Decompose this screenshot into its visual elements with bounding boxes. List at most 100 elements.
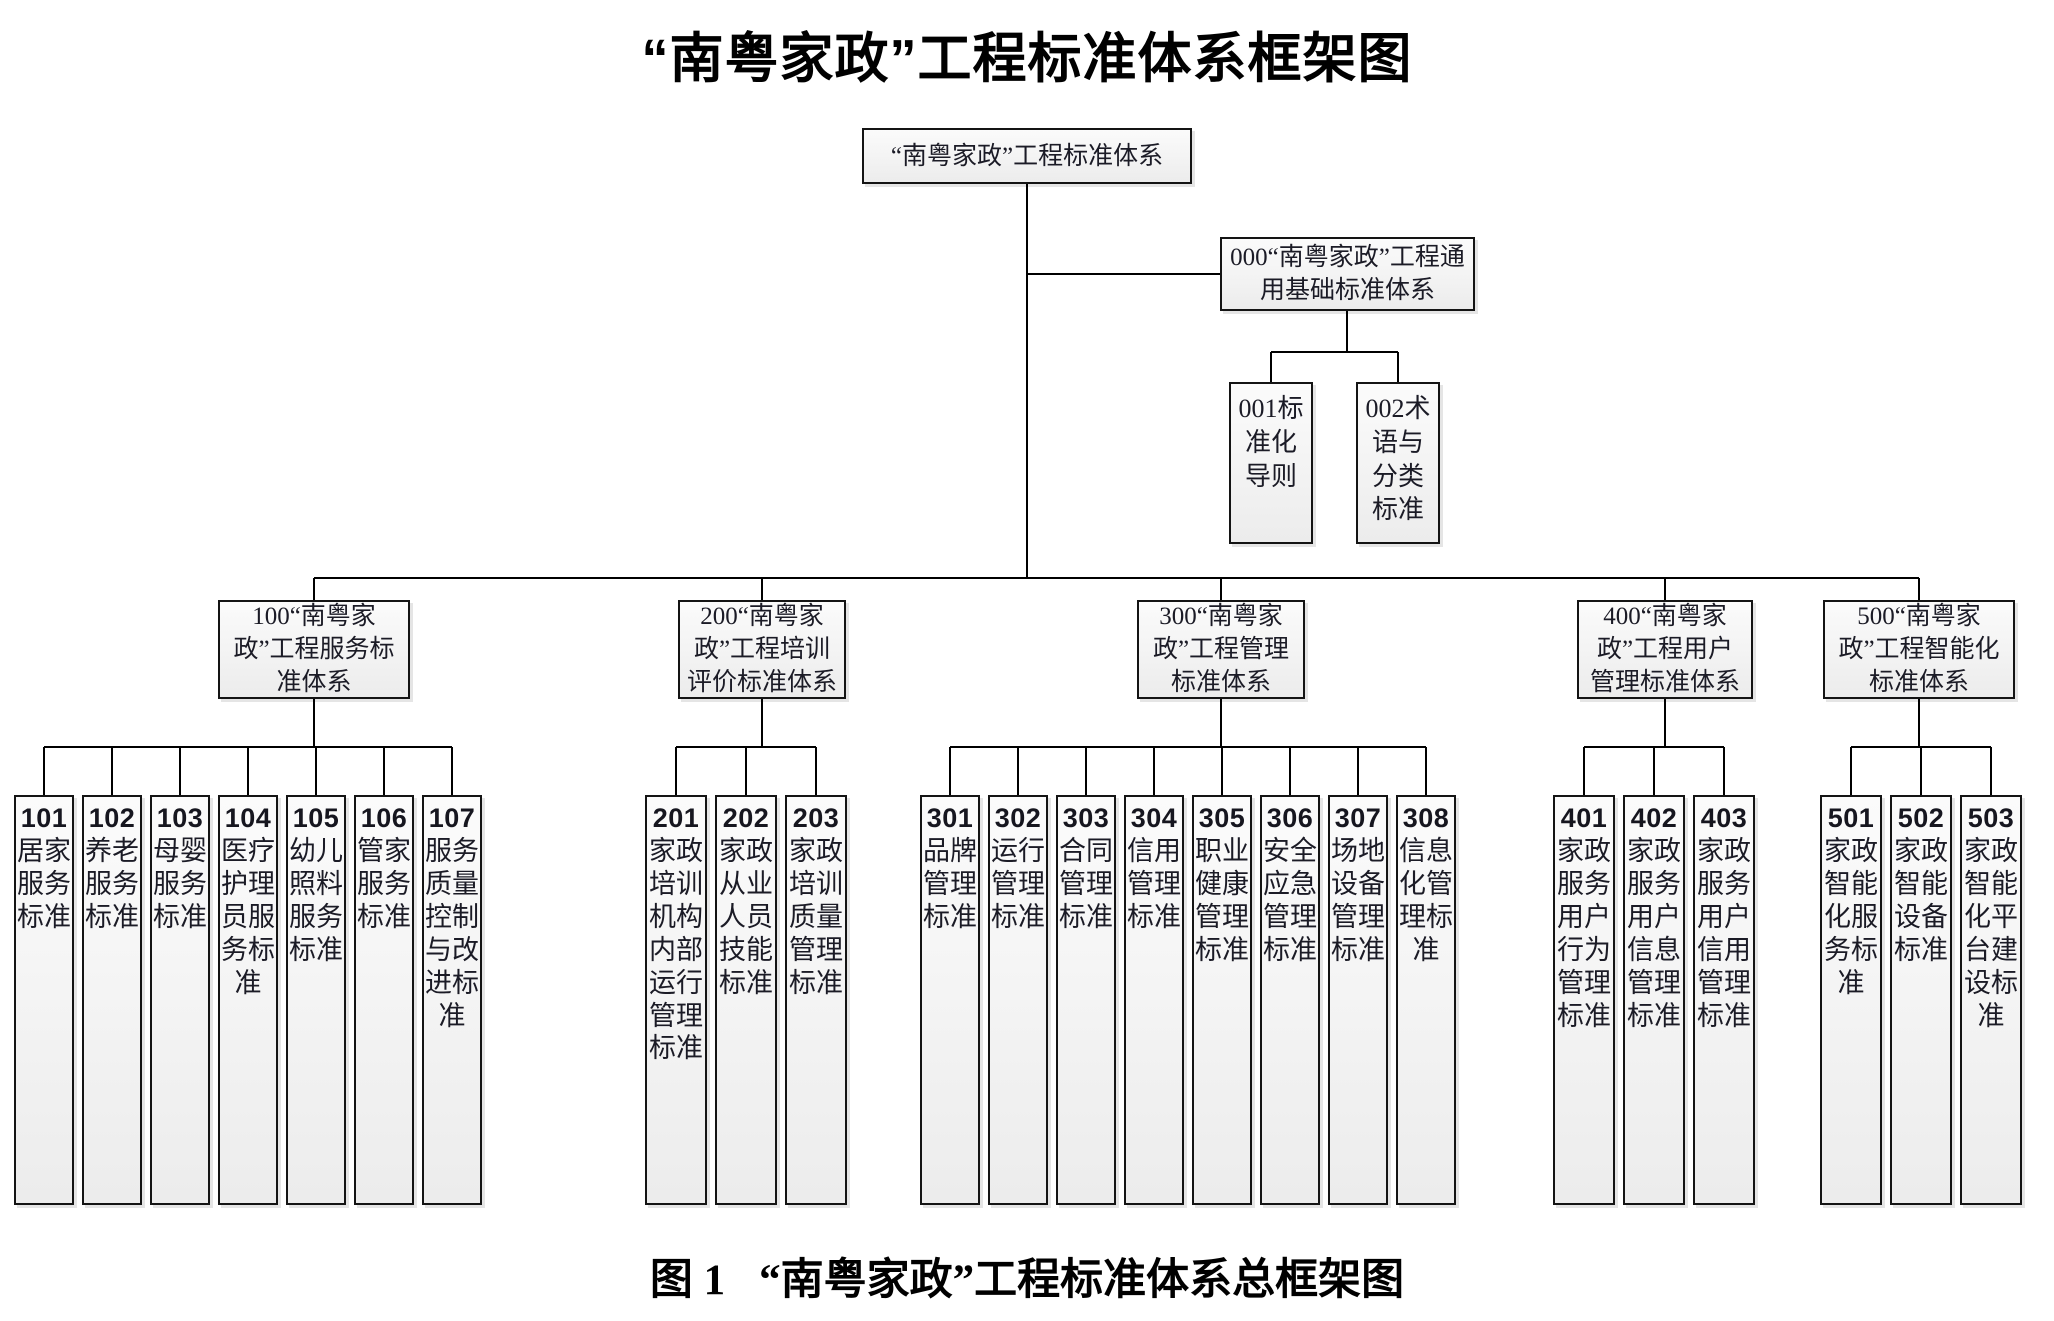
connector-vertical (313, 699, 315, 747)
node-307-label: 场地设备管理标准 (1331, 835, 1385, 965)
node-304-code: 304 (1130, 803, 1178, 833)
connector-vertical (1583, 747, 1585, 795)
node-103-code: 103 (156, 803, 204, 833)
connector-vertical (675, 747, 677, 795)
connector-vertical (451, 747, 453, 795)
node-200-label: 200“南粤家政”工程培训评价标准体系 (686, 603, 837, 696)
node-502-code: 502 (1897, 803, 1945, 833)
connector-vertical (1990, 747, 1992, 795)
node-400-label: 400“南粤家政”工程用户管理标准体系 (1589, 603, 1740, 696)
node-500[interactable]: 500“南粤家政”工程智能化标准体系 (1823, 600, 2015, 699)
connector-vertical (1270, 352, 1272, 382)
connector-vertical (1664, 699, 1666, 747)
connector-vertical (1723, 747, 1725, 795)
node-107-label: 服务质量控制与改进标准 (425, 835, 479, 1031)
node-001[interactable]: 001标准化导则 (1229, 382, 1313, 544)
node-301-code: 301 (926, 803, 974, 833)
node-500-label: 500“南粤家政”工程智能化标准体系 (1838, 603, 2000, 696)
node-203-label: 家政培训质量管理标准 (789, 835, 843, 998)
node-304-label: 信用管理标准 (1127, 835, 1181, 932)
node-402-code: 402 (1630, 803, 1678, 833)
node-501-code: 501 (1827, 803, 1875, 833)
node-000[interactable]: 000“南粤家政”工程通用基础标准体系 (1220, 237, 1475, 311)
connector-vertical (1026, 184, 1028, 274)
node-400[interactable]: 400“南粤家政”工程用户管理标准体系 (1577, 600, 1753, 699)
connector-vertical (1920, 747, 1922, 795)
connector-vertical (1026, 274, 1028, 578)
connector-vertical (1850, 747, 1852, 795)
node-300[interactable]: 300“南粤家政”工程管理标准体系 (1137, 600, 1305, 699)
node-002-label: 002术语与分类标准 (1365, 394, 1431, 525)
node-202-code: 202 (722, 803, 770, 833)
connector-vertical (761, 699, 763, 747)
node-104-label: 医疗护理员服务标准 (221, 835, 275, 998)
node-503-label: 家政智能化平台建设标准 (1964, 835, 2018, 1031)
node-305-label: 职业健康管理标准 (1195, 835, 1249, 965)
node-302-label: 运行管理标准 (991, 835, 1045, 932)
connector-vertical (1425, 747, 1427, 795)
node-403-code: 403 (1700, 803, 1748, 833)
node-102-code: 102 (88, 803, 136, 833)
connector-vertical (1289, 747, 1291, 795)
connector-vertical (315, 747, 317, 795)
node-002[interactable]: 002术语与分类标准 (1356, 382, 1440, 544)
node-101-code: 101 (20, 803, 68, 833)
connector-vertical (1220, 699, 1222, 747)
connector-vertical (949, 747, 951, 795)
connector-vertical (1346, 311, 1348, 352)
node-303-label: 合同管理标准 (1059, 835, 1113, 932)
connector-vertical (1664, 578, 1666, 600)
node-root-label: “南粤家政”工程标准体系 (890, 142, 1164, 170)
node-301-label: 品牌管理标准 (923, 835, 977, 932)
figure-caption-number: 图 1 (649, 1257, 726, 1304)
node-107-code: 107 (428, 803, 476, 833)
connector-vertical (111, 747, 113, 795)
connector-vertical (1653, 747, 1655, 795)
node-200[interactable]: 200“南粤家政”工程培训评价标准体系 (678, 600, 846, 699)
node-000-label: 000“南粤家政”工程通用基础标准体系 (1230, 244, 1465, 304)
node-100[interactable]: 100“南粤家政”工程服务标准体系 (218, 600, 410, 699)
node-201-code: 201 (652, 803, 700, 833)
node-root[interactable]: “南粤家政”工程标准体系 (862, 128, 1192, 184)
node-402-label: 家政服务用户信息管理标准 (1627, 835, 1681, 1031)
connector-vertical (179, 747, 181, 795)
node-403-label: 家政服务用户信用管理标准 (1697, 835, 1751, 1031)
node-306-label: 安全应急管理标准 (1263, 835, 1317, 965)
node-105-code: 105 (292, 803, 340, 833)
